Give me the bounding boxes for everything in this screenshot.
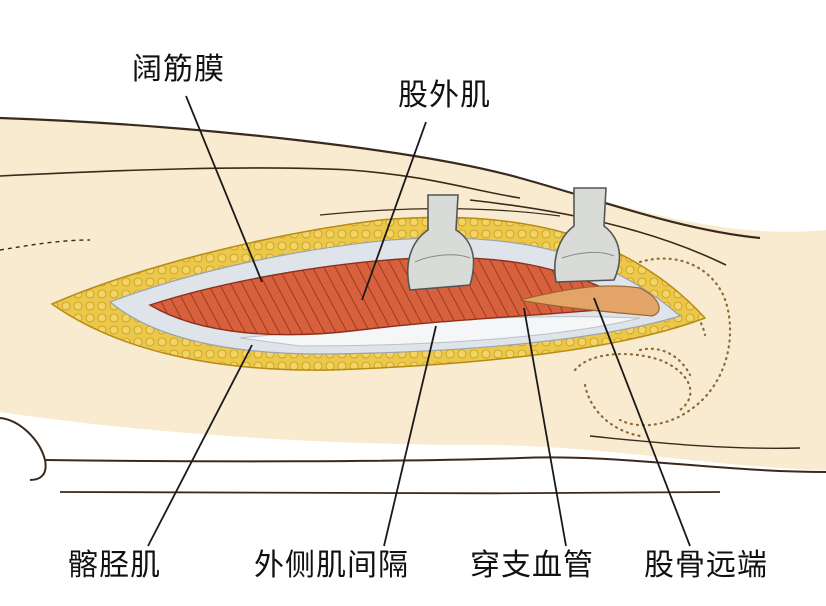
- label-iliotibial: 髂胫肌: [68, 548, 161, 584]
- label-distal-femur: 股骨远端: [644, 548, 768, 584]
- label-perforating-vessels: 穿支血管: [470, 548, 594, 584]
- label-fascia-lata: 阔筋膜: [132, 52, 225, 88]
- label-vastus-lateralis: 股外肌: [398, 78, 491, 114]
- label-lateral-intermuscular-septum: 外侧肌间隔: [254, 548, 409, 584]
